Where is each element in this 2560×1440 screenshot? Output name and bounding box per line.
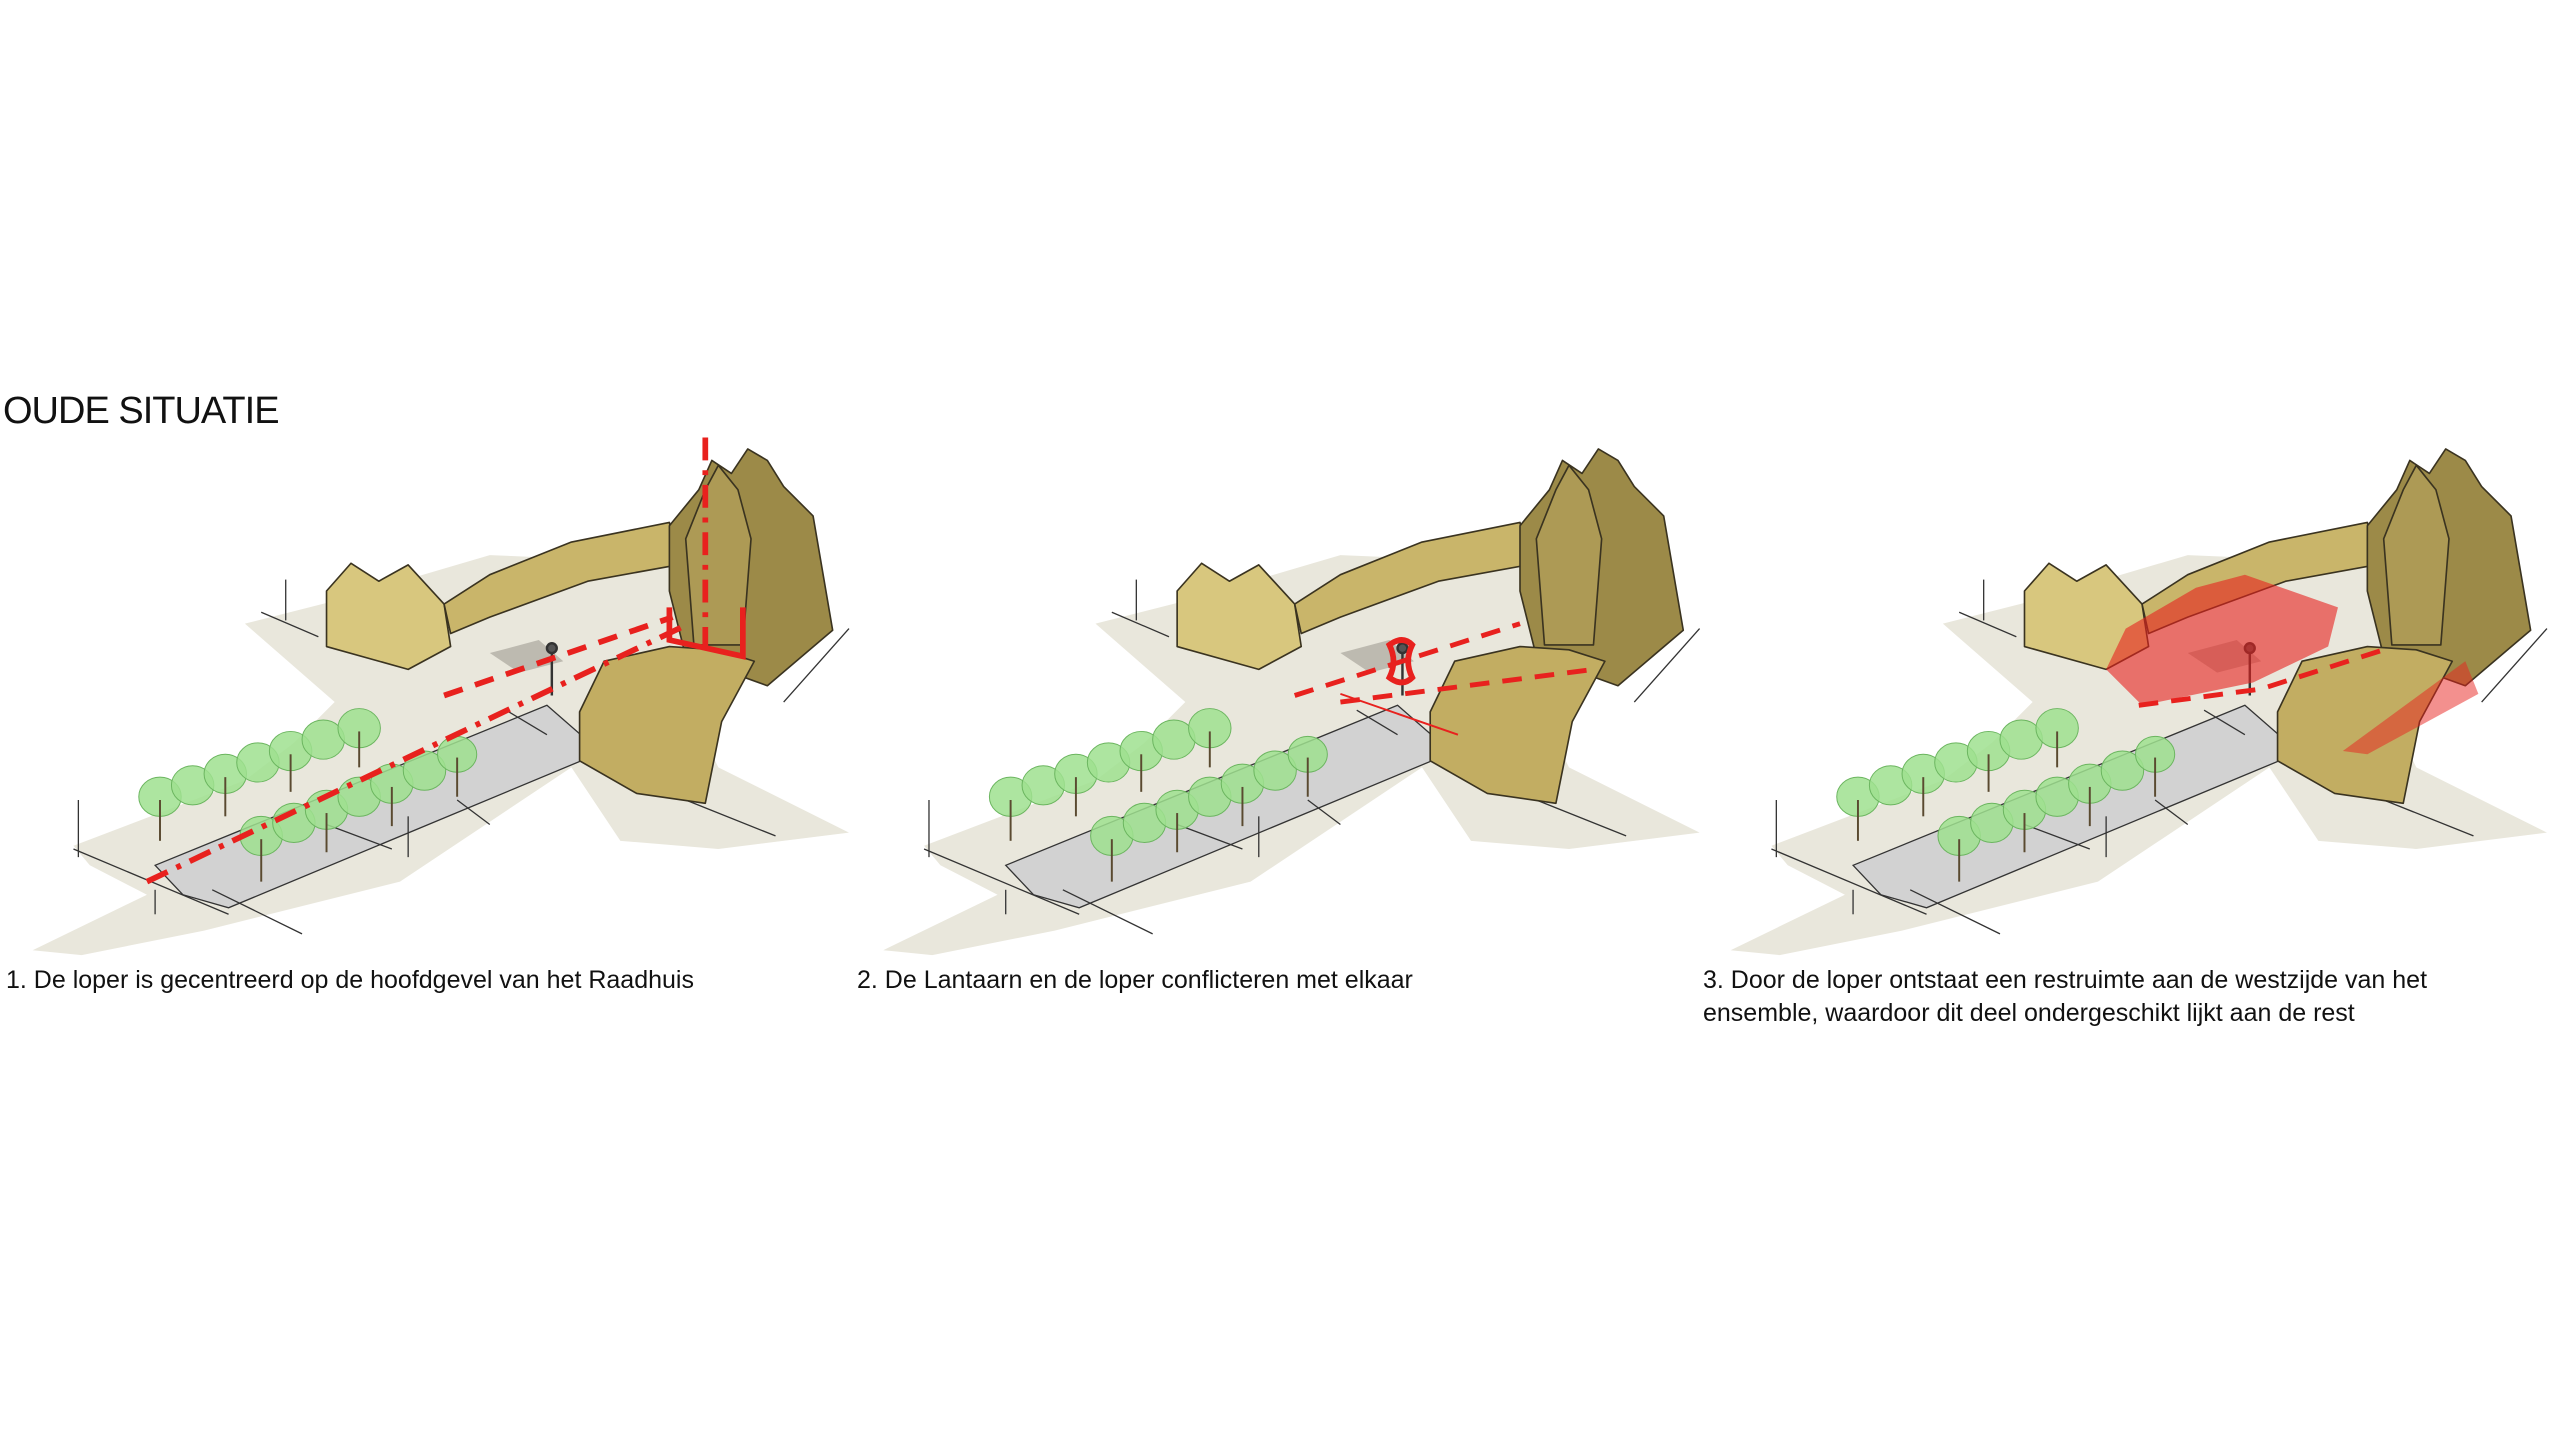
red-axis-lines: [2138, 647, 2385, 708]
residual-space-area: [2106, 574, 2338, 706]
panel-3-caption-line1: 3. Door de loper ontstaat een restruimte…: [1703, 966, 2428, 994]
panel-2-sketch: [882, 447, 1701, 957]
panel-3-caption: 3. Door de loper ontstaat een restruimte…: [1703, 964, 2427, 1030]
page-title: OUDE SITUATIE: [3, 390, 280, 432]
panel-3-caption-line2: ensemble, waardoor dit deel ondergeschik…: [1703, 999, 2355, 1027]
panel-2-caption: 2. De Lantaarn en de loper conflicteren …: [857, 966, 1413, 994]
lantern-conflict-marker: [1385, 637, 1416, 686]
panel-3-sketch: [1729, 447, 2549, 957]
red-axis-lines: [145, 437, 746, 885]
residual-space-wing: [2342, 661, 2479, 755]
red-axis-lines: [1293, 621, 1594, 736]
panel-1-caption: 1. De loper is gecentreerd op de hoofdge…: [6, 966, 694, 994]
panel-1-sketch: [31, 437, 851, 957]
